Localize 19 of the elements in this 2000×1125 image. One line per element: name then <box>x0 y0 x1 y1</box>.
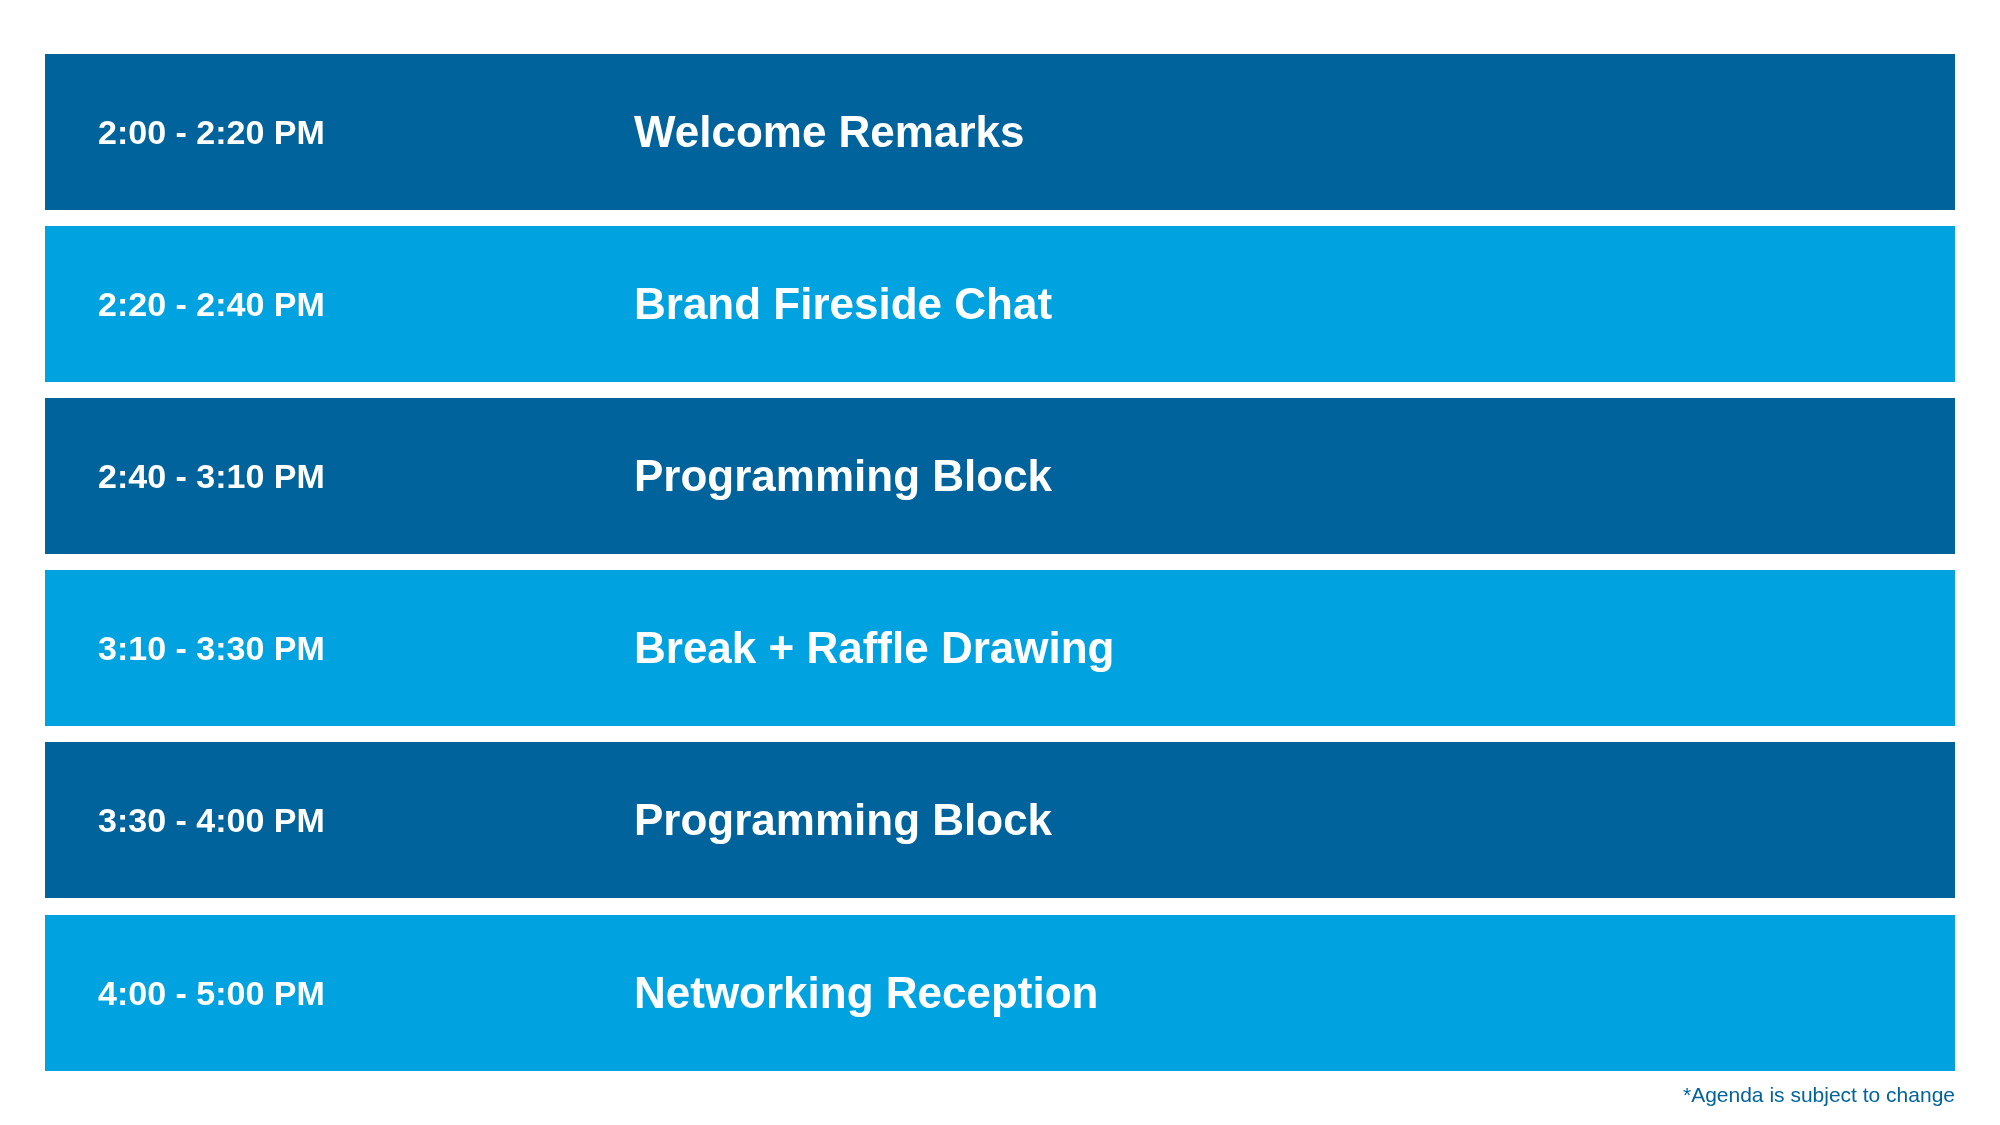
session-title: Programming Block <box>634 451 1053 501</box>
time-label: 2:00 - 2:20 PM <box>98 112 325 152</box>
agenda-row <box>45 570 1955 726</box>
agenda-row <box>45 398 1955 554</box>
session-title: Programming Block <box>634 795 1053 845</box>
session-title: Break + Raffle Drawing <box>634 623 1115 673</box>
time-label: 3:30 - 4:00 PM <box>98 800 325 840</box>
time-label: 2:40 - 3:10 PM <box>98 456 325 496</box>
agenda-row <box>45 226 1955 382</box>
agenda-row <box>45 742 1955 898</box>
agenda-row <box>45 54 1955 210</box>
footnote: *Agenda is subject to change <box>1682 1083 1955 1107</box>
session-title: Welcome Remarks <box>634 107 1025 157</box>
session-title: Brand Fireside Chat <box>634 279 1053 329</box>
time-label: 2:20 - 2:40 PM <box>98 284 325 324</box>
time-label: 3:10 - 3:30 PM <box>98 628 325 668</box>
session-title: Networking Reception <box>634 968 1099 1018</box>
agenda-row <box>45 915 1955 1071</box>
time-label: 4:00 - 5:00 PM <box>98 973 325 1013</box>
